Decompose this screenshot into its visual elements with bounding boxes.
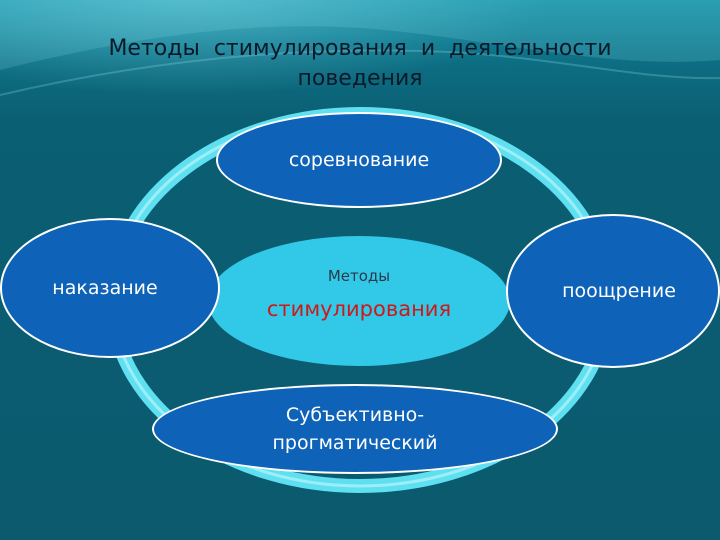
title-word-methods: Методы (108, 36, 200, 61)
decorative-wave (0, 0, 720, 96)
node-competition-label: соревнование (288, 149, 430, 171)
title-line-2: поведения (297, 66, 423, 91)
node-encouragement-label: поощрение (562, 280, 676, 302)
node-encouragement: поощрение (506, 214, 720, 368)
node-subjective-line1: Субъективно- (285, 404, 425, 426)
node-punishment: наказание (0, 218, 220, 358)
title-word-and: и (420, 36, 436, 61)
node-subjective-line2: прогматический (272, 432, 438, 454)
center-node: Методы стимулирования (208, 236, 510, 366)
node-subjective-pragmatic: Субъективно- прогматический (152, 384, 558, 474)
center-label-methods: Методы (327, 267, 391, 285)
center-label-stimulation: стимулирования (266, 297, 452, 321)
title-word-stimulation: стимулирования (213, 36, 407, 61)
title-word-activity: деятельности (449, 36, 612, 61)
slide-title: Методы стимулирования и деятельности пов… (0, 34, 720, 94)
node-punishment-label: наказание (52, 277, 158, 299)
node-competition: соревнование (216, 112, 502, 208)
